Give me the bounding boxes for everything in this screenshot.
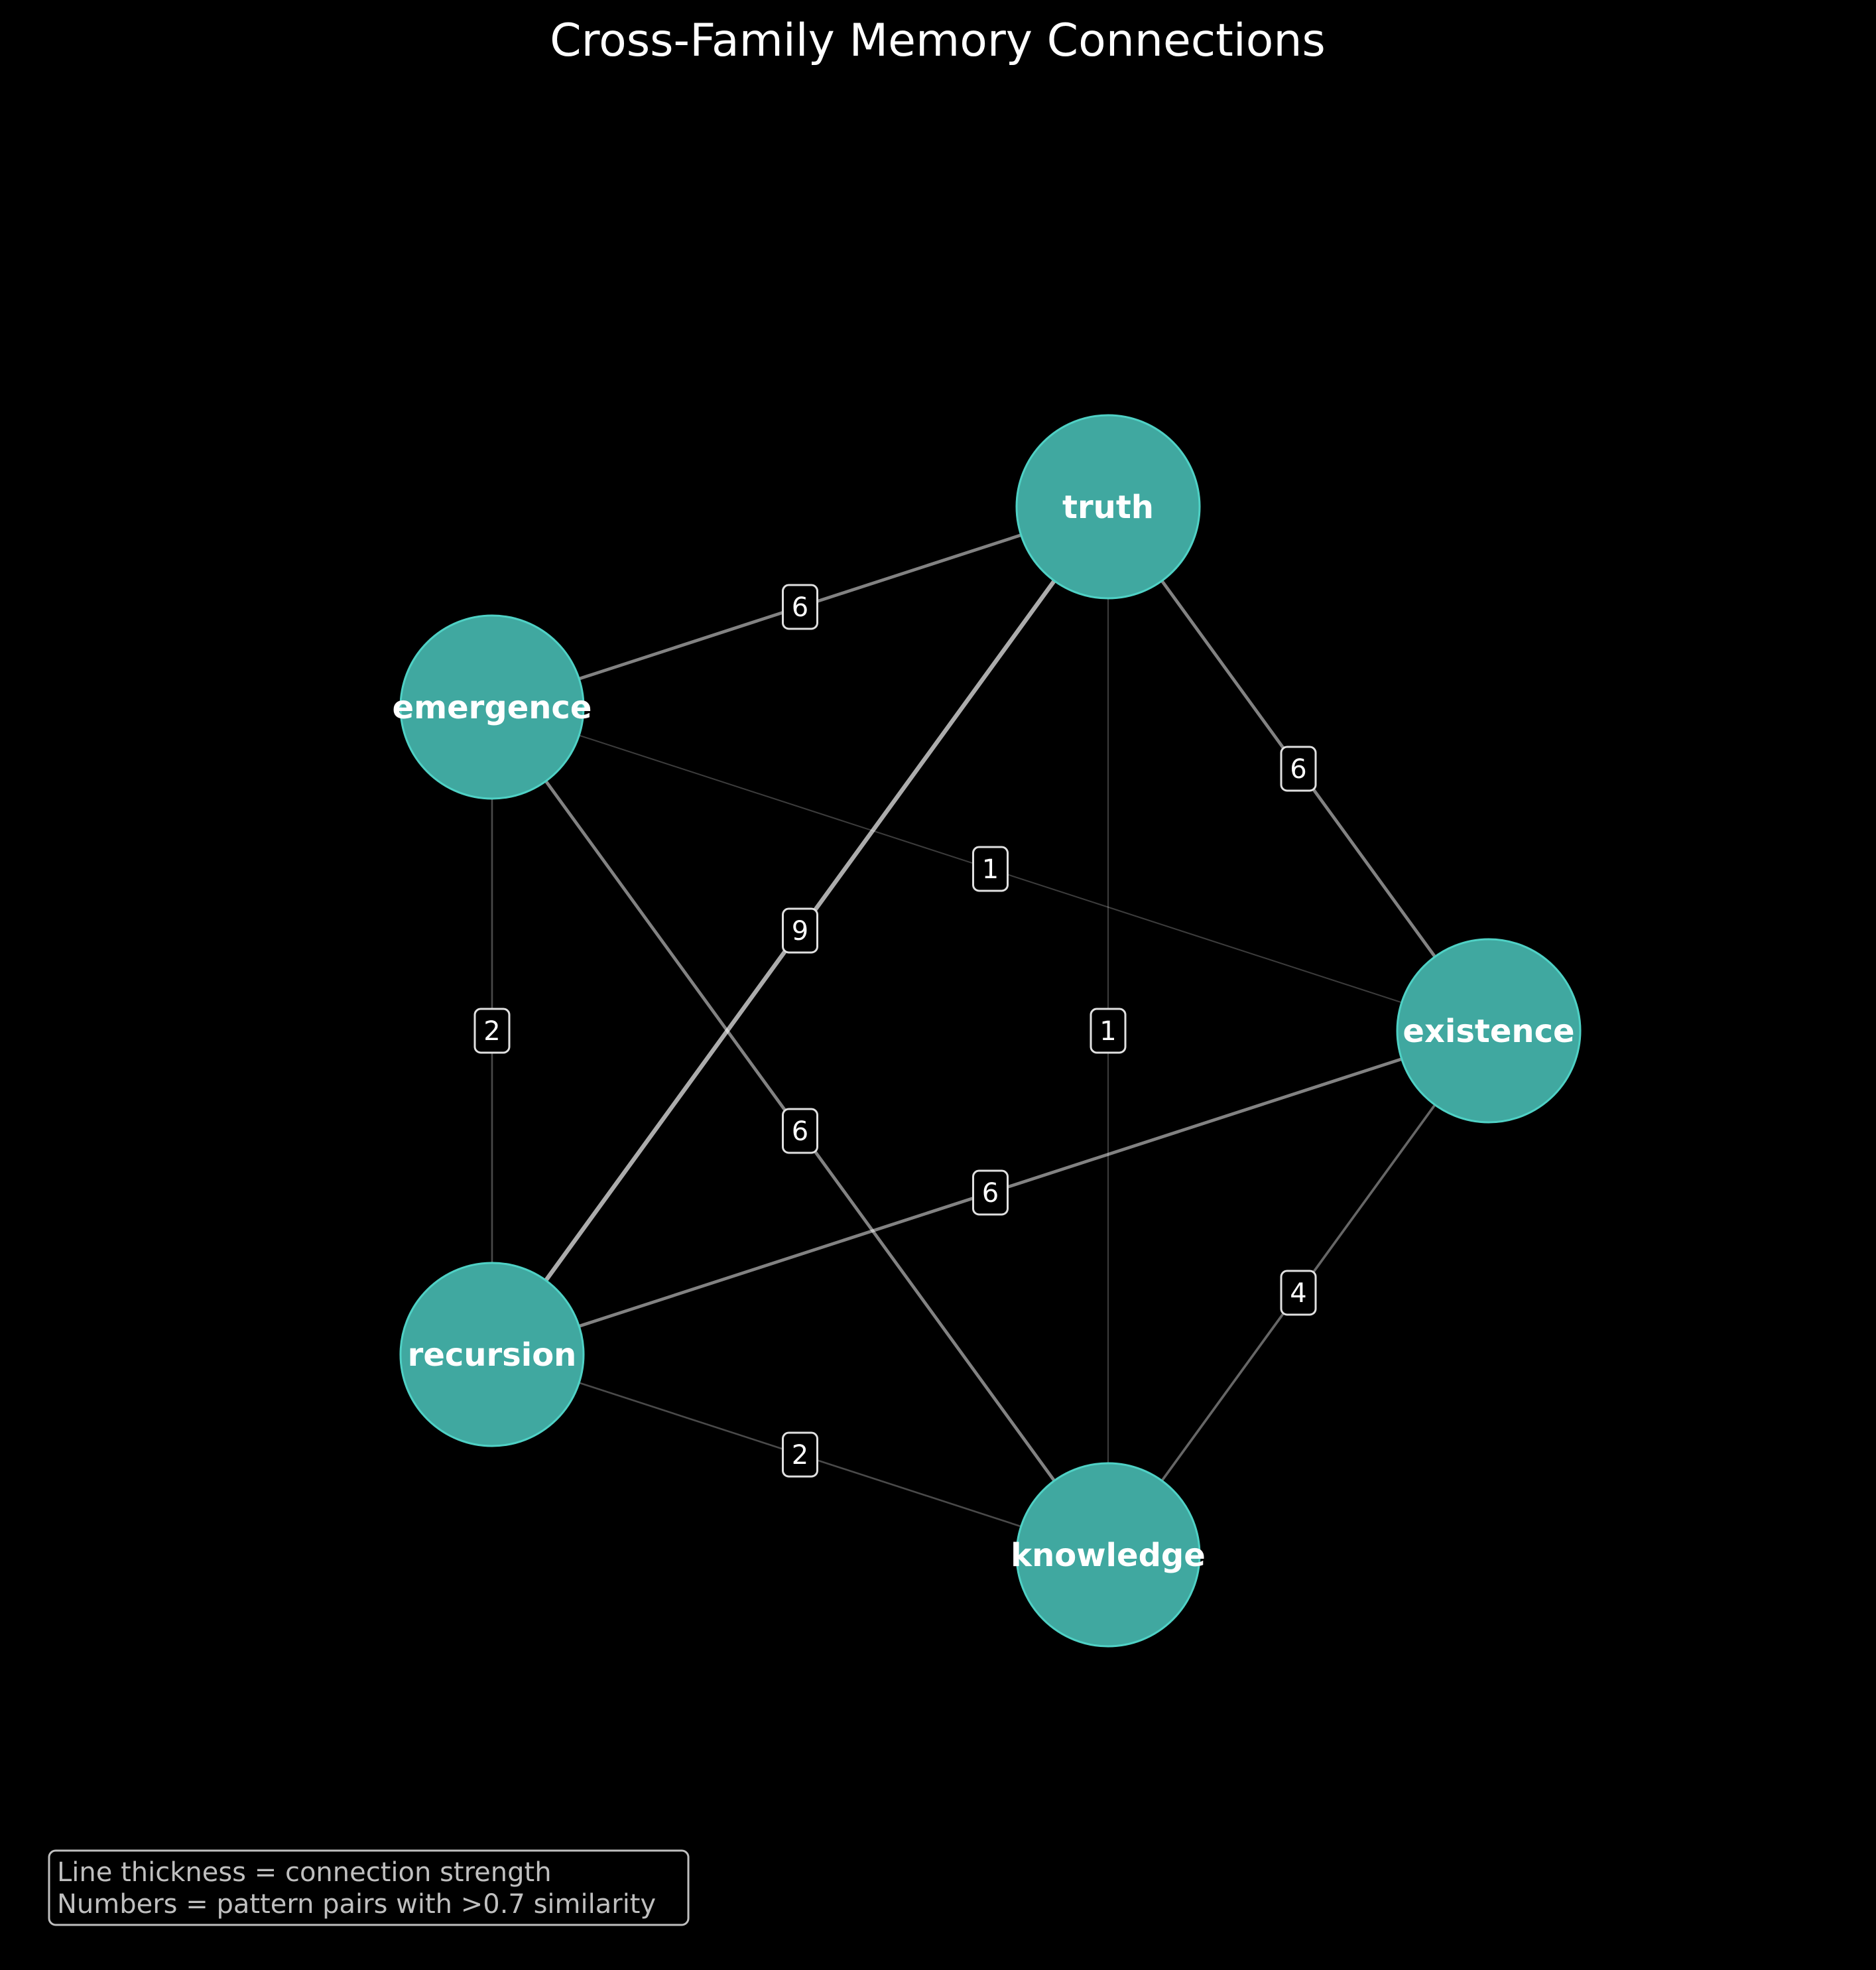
legend-note: Line thickness = connection strength Num… — [48, 1849, 690, 1926]
edge-label-text: 2 — [792, 1440, 808, 1471]
legend-note-line2: Numbers = pattern pairs with >0.7 simila… — [57, 1889, 656, 1920]
node-label: emergence — [393, 689, 592, 726]
edge-label-box — [1090, 1008, 1127, 1054]
edge-label-text: 6 — [792, 592, 808, 623]
edge-label-existence-knowledge: 4 — [1280, 1270, 1317, 1316]
edge-label-box — [972, 846, 1009, 892]
node-label: existence — [1403, 1013, 1574, 1050]
edge-label-box — [782, 907, 818, 954]
node-circle — [1396, 938, 1582, 1124]
edge-label-truth-existence: 6 — [1280, 746, 1317, 792]
edge-label-text: 2 — [483, 1016, 500, 1047]
nodes-layer: truth emergence existence recursion knowledg… — [393, 414, 1582, 1648]
node-label: truth — [1062, 489, 1154, 526]
node-circle — [399, 1262, 585, 1447]
edge-label-truth-knowledge: 1 — [1090, 1008, 1127, 1054]
diagram-title: Cross-Family Memory Connections — [550, 15, 1326, 67]
edge-label-box — [782, 1108, 818, 1154]
edge-label-box — [1280, 746, 1317, 792]
edge-label-emergence-existence: 1 — [972, 846, 1009, 892]
node-circle — [399, 614, 585, 800]
node-knowledge: knowledge — [1011, 1462, 1206, 1648]
edge-label-emergence-knowledge: 6 — [782, 1108, 818, 1154]
edge-label-box — [1280, 1270, 1317, 1316]
edge-label-emergence-truth: 6 — [782, 584, 818, 630]
edge-label-text: 6 — [982, 1178, 999, 1209]
edge-label-emergence-recursion: 2 — [473, 1008, 511, 1054]
legend-note-box — [48, 1849, 690, 1926]
node-label: knowledge — [1011, 1537, 1206, 1574]
edge-label-recursion-existence: 6 — [972, 1169, 1009, 1216]
edge-label-text: 1 — [1099, 1016, 1116, 1047]
edge-label-box — [972, 1169, 1009, 1216]
node-circle — [1015, 414, 1201, 600]
edge-label-box — [782, 1431, 818, 1478]
node-label: recursion — [408, 1337, 577, 1374]
edge-label-recursion-knowledge: 2 — [782, 1431, 818, 1478]
edge-label-text: 4 — [1290, 1278, 1306, 1309]
node-emergence: emergence — [393, 614, 592, 800]
edge-label-text: 6 — [1290, 754, 1306, 785]
edge-label-text: 9 — [792, 916, 808, 947]
edge-label-box — [473, 1008, 511, 1054]
edge-label-truth-recursion: 9 — [782, 907, 818, 954]
node-circle — [1015, 1462, 1201, 1648]
node-recursion: recursion — [399, 1262, 585, 1447]
edge-label-text: 6 — [792, 1116, 808, 1147]
edge-label-box — [782, 584, 818, 630]
legend-note-line1: Line thickness = connection strength — [57, 1857, 552, 1888]
edge-label-text: 1 — [982, 854, 999, 885]
edge-labels-layer: 6 6 1 9 2 1 6 6 4 2 — [473, 584, 1317, 1478]
node-existence: existence — [1396, 938, 1582, 1124]
node-truth: truth — [1015, 414, 1201, 600]
